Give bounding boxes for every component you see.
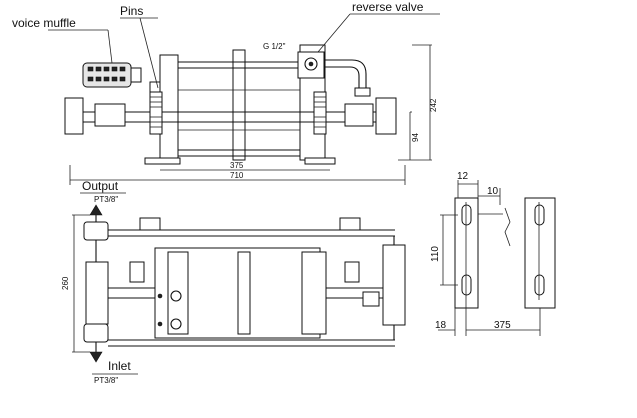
top-hatch: [149, 91, 327, 135]
side-view: 12 10 110 18 375: [430, 171, 556, 336]
voice-muffle-label: voice muffle: [12, 16, 76, 30]
voice-muffle-body: [82, 62, 132, 88]
top-port-spec: G 1/2": [263, 42, 286, 51]
output-port-spec: PT3/8": [94, 195, 118, 204]
output-label: Output: [82, 179, 119, 193]
front-center-plate: [237, 251, 251, 335]
muffle-holes: [87, 66, 126, 82]
pins-label: Pins: [120, 4, 143, 18]
dim-12: 12: [457, 171, 469, 182]
center-plate: [232, 49, 246, 161]
front-view: 260 PT3/8" PT3/8": [61, 192, 406, 385]
dim-375-side: 375: [494, 320, 511, 331]
inlet-valve: [83, 323, 109, 343]
output-valve: [83, 221, 109, 241]
reverse-valve-label: reverse valve: [352, 0, 424, 14]
dim-375-top: 375: [230, 161, 244, 170]
dim-260: 260: [61, 276, 70, 290]
front-right-plate: [301, 251, 327, 335]
top-view: G 1/2" 375 710 242 94: [48, 13, 440, 185]
inlet-port-spec: PT3/8": [94, 376, 118, 385]
inlet-label: Inlet: [108, 359, 131, 373]
left-mount-bracket: [454, 197, 479, 309]
left-end-plate: [159, 54, 179, 161]
reverse-valve-pipe: [324, 59, 367, 90]
dim-110: 110: [430, 246, 441, 262]
dim-710-top: 710: [230, 171, 244, 180]
dim-18: 18: [435, 320, 447, 331]
dim-94: 94: [411, 133, 420, 142]
dim-10: 10: [487, 186, 499, 197]
dim-242: 242: [429, 98, 438, 112]
pins-part: [149, 81, 161, 93]
front-left-plate: [167, 251, 189, 335]
